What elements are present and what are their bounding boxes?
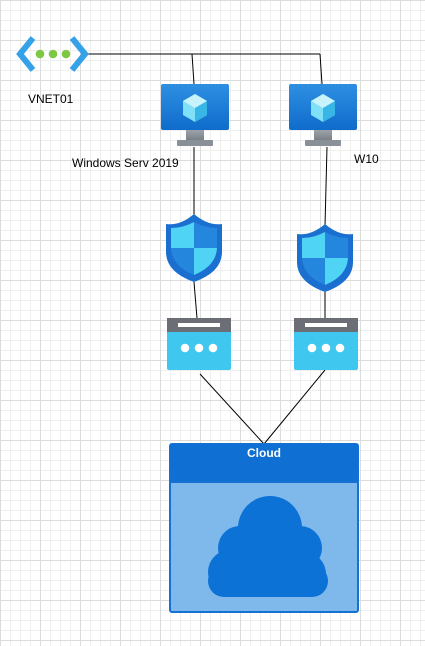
virtual-network-icon[interactable] — [16, 36, 89, 72]
vm1-label: Windows Serv 2019 — [72, 156, 179, 170]
virtual-machine-icon[interactable] — [289, 84, 357, 146]
shield-icon[interactable] — [166, 214, 222, 282]
nic1-to-cloud-line — [199, 373, 265, 445]
vnet-to-vm1-line — [191, 53, 195, 85]
nic2-to-cloud-line — [263, 369, 326, 445]
virtual-machine-icon[interactable] — [161, 84, 229, 146]
vm2-label: W10 — [354, 152, 379, 166]
shield1-to-nic1-line — [193, 281, 198, 319]
connectors — [86, 53, 328, 445]
cloud-title: Cloud — [247, 446, 281, 460]
vm2-to-shield2-line — [324, 146, 328, 227]
network-interface-icon[interactable] — [294, 318, 358, 370]
cloud-container[interactable] — [169, 443, 359, 613]
cloud-icon — [208, 496, 328, 597]
vnet-to-vm2-line — [319, 53, 323, 85]
network-interface-icon[interactable] — [167, 318, 231, 370]
shield-icon[interactable] — [297, 224, 353, 292]
vnet-label: VNET01 — [28, 92, 74, 106]
